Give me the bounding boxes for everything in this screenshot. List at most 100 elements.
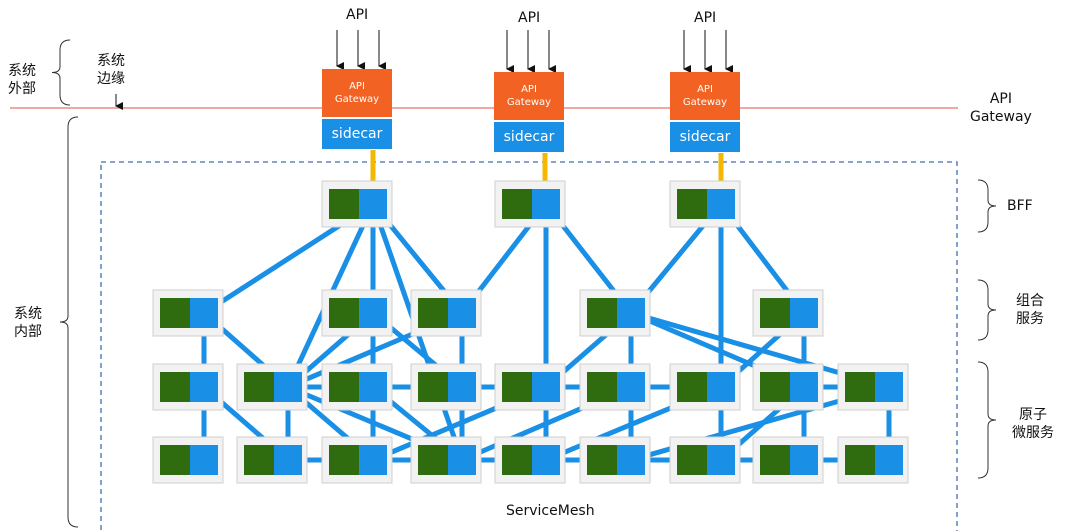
service-node-app [502,189,532,219]
service-node-sidecar [190,372,218,402]
service-node-r5 [494,436,566,484]
service-node-m5 [494,363,566,411]
service-node-sidecar [617,445,645,475]
service-node-app [587,445,617,475]
service-node-m1 [152,363,224,411]
service-node-app [160,445,190,475]
brace-system-outside [51,39,71,106]
brace-bff [977,179,997,233]
service-node-r8 [752,436,824,484]
service-node-sidecar [359,445,387,475]
service-node-app [502,445,532,475]
service-node-app [677,445,707,475]
service-node-app [760,298,790,328]
service-node-app [418,372,448,402]
sidecar-box-1: sidecar [322,119,392,149]
sidecar-box-2: sidecar [494,122,564,152]
service-node-sidecar [532,372,560,402]
label-bff: BFF [1007,198,1033,214]
api-gateway-box-2: API Gateway [494,72,564,120]
service-node-sidecar [359,189,387,219]
service-node-sidecar [359,372,387,402]
label-system-outside: 系统 外部 [8,63,36,97]
service-node-r9 [837,436,909,484]
api-gateway-text: API Gateway [506,84,552,108]
service-node-m2 [236,363,308,411]
service-node-r4 [410,436,482,484]
api-gateway-text: API Gateway [682,84,728,108]
service-node-app [845,372,875,402]
service-node-m6 [579,363,651,411]
service-node-sidecar [617,298,645,328]
service-node-sidecar [790,445,818,475]
service-node-b1 [321,180,393,228]
service-node-m3 [321,363,393,411]
brace-atomic [977,361,997,479]
service-node-app [587,372,617,402]
service-node-b3 [669,180,741,228]
service-node-app [329,372,359,402]
sidecar-box-3: sidecar [670,122,740,152]
service-node-app [329,445,359,475]
service-node-sidecar [875,372,903,402]
service-node-r6 [579,436,651,484]
service-node-m7 [669,363,741,411]
service-node-app [418,298,448,328]
service-node-m9 [837,363,909,411]
api-label-3: API [694,10,717,26]
service-node-sidecar [707,445,735,475]
service-node-app [244,445,274,475]
service-node-sidecar [274,372,302,402]
service-node-c2 [321,289,393,337]
service-mesh-border [100,161,958,531]
service-node-sidecar [707,372,735,402]
service-node-app [677,372,707,402]
service-node-sidecar [359,298,387,328]
service-node-r3 [321,436,393,484]
service-node-app [845,445,875,475]
label-atomic-microservice: 原子 微服务 [1012,407,1054,441]
service-node-sidecar [707,189,735,219]
service-node-r2 [236,436,308,484]
service-node-app [760,372,790,402]
service-mesh-label: ServiceMesh [506,503,595,519]
api-gateway-box-3: API Gateway [670,72,740,120]
service-node-app [677,189,707,219]
brace-system-inside [59,116,79,528]
service-node-sidecar [448,445,476,475]
service-node-sidecar [617,372,645,402]
service-node-app [418,445,448,475]
service-node-sidecar [532,445,560,475]
service-node-app [329,189,359,219]
service-node-c3 [410,289,482,337]
service-node-sidecar [190,298,218,328]
service-node-app [160,372,190,402]
service-node-app [502,372,532,402]
label-composite-service: 组合 服务 [1016,293,1044,327]
service-node-app [587,298,617,328]
label-system-inside: 系统 内部 [14,306,42,340]
api-label-1: API [346,7,369,23]
label-api-gateway: API Gateway [970,91,1032,125]
service-node-b2 [494,180,566,228]
service-node-c5 [752,289,824,337]
service-node-sidecar [448,372,476,402]
service-node-r1 [152,436,224,484]
api-label-2: API [518,10,541,26]
service-node-r7 [669,436,741,484]
api-gateway-box-1: API Gateway [322,69,392,117]
service-node-sidecar [190,445,218,475]
service-node-sidecar [790,298,818,328]
service-node-app [244,372,274,402]
service-node-c1 [152,289,224,337]
service-node-app [160,298,190,328]
service-node-sidecar [875,445,903,475]
service-node-m4 [410,363,482,411]
api-gateway-text: API Gateway [334,81,380,105]
service-node-sidecar [532,189,560,219]
brace-composite [977,279,997,341]
service-node-sidecar [274,445,302,475]
service-node-c4 [579,289,651,337]
